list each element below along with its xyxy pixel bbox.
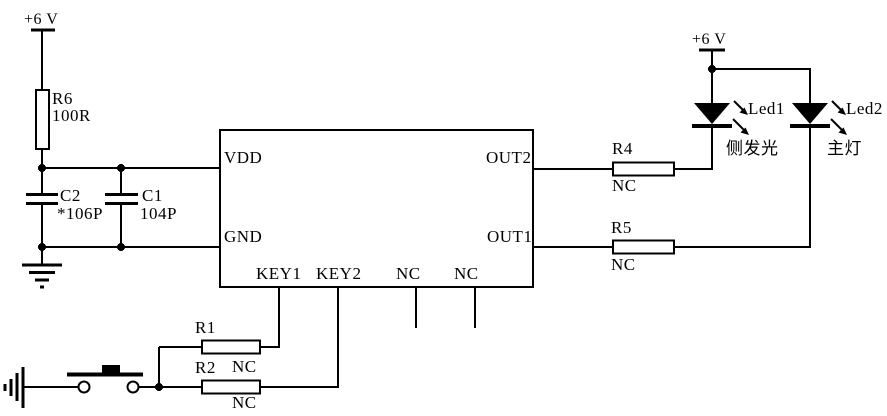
led1-emission-arrows-icon <box>732 100 749 135</box>
c1-ref-label: C1 <box>142 186 163 205</box>
r5-value-label: NC <box>611 255 636 274</box>
led1-icon <box>692 100 749 135</box>
ic-pin-nc-label: NC <box>454 264 479 283</box>
ic-pin-out2-label: OUT2 <box>486 148 532 167</box>
power-terminal-left-icon <box>31 28 55 90</box>
r5-ref-label: R5 <box>611 218 632 237</box>
c2-value-label: *106P <box>57 204 103 223</box>
junction-dot <box>708 65 716 73</box>
resistor-r1-icon <box>201 339 261 355</box>
c1-value-label: 104P <box>140 204 177 223</box>
capacitor-c2-icon <box>26 168 58 247</box>
ic-pin-vdd-label: VDD <box>224 148 263 167</box>
capacitor-c1-icon <box>105 168 138 247</box>
out2-net-wire <box>533 127 713 170</box>
chassis-ground-icon <box>3 367 25 408</box>
r1-ref-label: R1 <box>195 318 216 337</box>
led1-note-label: 侧发光 <box>726 139 779 158</box>
resistor-r6-icon <box>35 89 50 168</box>
resistor-r4-icon <box>612 161 675 177</box>
r6-ref-label: R6 <box>52 89 73 108</box>
r2-value-label: NC <box>232 393 257 412</box>
led2-note-label: 主灯 <box>827 139 862 158</box>
led2-icon <box>790 100 847 135</box>
earth-ground-icon <box>22 247 62 289</box>
r2-ref-label: R2 <box>195 358 216 377</box>
led2-emission-arrows-icon <box>830 100 847 135</box>
ic-pin-key1-label: KEY1 <box>256 264 302 283</box>
pushbutton-net-wire <box>24 347 160 388</box>
c2-ref-label: C2 <box>60 186 81 205</box>
led1-ref-label: Led1 <box>748 99 785 118</box>
out1-net-wire <box>533 127 811 248</box>
ic-pin-nc-label: NC <box>396 264 421 283</box>
ic-pin-gnd-label: GND <box>224 227 263 246</box>
junction-dot <box>117 243 125 251</box>
ic-pin-out1-label: OUT1 <box>487 227 533 246</box>
ic-body <box>219 129 534 288</box>
ic-pin-key2-label: KEY2 <box>316 264 362 283</box>
power-terminal-right-icon <box>699 48 811 103</box>
power-left-label: +6 V <box>24 11 59 28</box>
r1-value-label: NC <box>232 357 257 376</box>
led2-ref-label: Led2 <box>846 99 883 118</box>
r4-value-label: NC <box>612 176 637 195</box>
resistor-r2-icon <box>201 379 261 395</box>
resistor-r5-icon <box>612 239 675 255</box>
r4-ref-label: R4 <box>612 139 633 158</box>
r6-value-label: 100R <box>52 106 91 125</box>
pushbutton-icon <box>67 365 143 394</box>
power-right-label: +6 V <box>692 31 727 48</box>
